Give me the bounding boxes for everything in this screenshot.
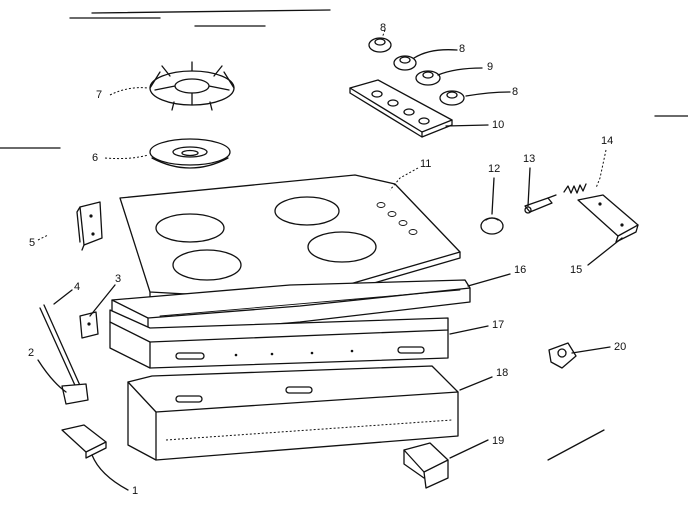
- label-part-19: 19: [492, 435, 504, 447]
- part-control-panel: [349, 79, 453, 138]
- part-igniter-bracket: [577, 194, 639, 243]
- label-part-1: 1: [132, 485, 138, 497]
- label-part-9: 9: [487, 61, 493, 73]
- part-spring: [563, 183, 587, 194]
- label-part-12: 12: [488, 163, 500, 175]
- part-bottom-bracket: [403, 442, 449, 489]
- label-part-5: 5: [29, 237, 35, 249]
- leader-lines: [37, 29, 623, 491]
- label-part-2: 2: [28, 347, 34, 359]
- part-clip: [79, 311, 99, 339]
- label-part-15: 15: [570, 264, 582, 276]
- part-bracket-left: [76, 201, 103, 251]
- part-burner-spider: [149, 61, 235, 111]
- label-part-14: 14: [601, 135, 613, 147]
- label-part-8: 8: [380, 22, 386, 34]
- label-part-4: 4: [74, 281, 80, 293]
- label-part-20: 20: [614, 341, 626, 353]
- label-part-7: 7: [96, 89, 102, 101]
- knob-4: [439, 90, 465, 106]
- knob-3: [415, 70, 441, 86]
- part-knobs: [368, 37, 465, 106]
- label-part-17: 17: [492, 319, 504, 331]
- part-valve-key: [548, 342, 577, 369]
- knob-2: [393, 55, 417, 71]
- part-rod: [39, 304, 89, 405]
- part-valve-stem: [524, 194, 557, 214]
- label-part-6: 6: [92, 152, 98, 164]
- label-part-3: 3: [115, 273, 121, 285]
- scan-rules: [0, 9, 688, 149]
- label-part-18: 18: [496, 367, 508, 379]
- label-part-8: 8: [459, 43, 465, 55]
- label-part-16: 16: [514, 264, 526, 276]
- part-cooktop: [119, 174, 461, 307]
- part-burner-bowl: [149, 138, 231, 169]
- part-bottom-clip: [61, 424, 107, 459]
- label-part-11: 11: [420, 158, 431, 170]
- part-labels: 8 8 9 8 7 10 6 11 12 13 14 5 15 16 4 3 1…: [28, 22, 626, 497]
- label-part-8: 8: [512, 86, 518, 98]
- label-part-10: 10: [492, 119, 504, 131]
- part-manifold-tray: [109, 309, 449, 369]
- knob-1: [368, 37, 392, 53]
- part-lower-panel: [127, 365, 459, 461]
- label-part-13: 13: [523, 153, 535, 165]
- part-knob-insert: [480, 217, 504, 235]
